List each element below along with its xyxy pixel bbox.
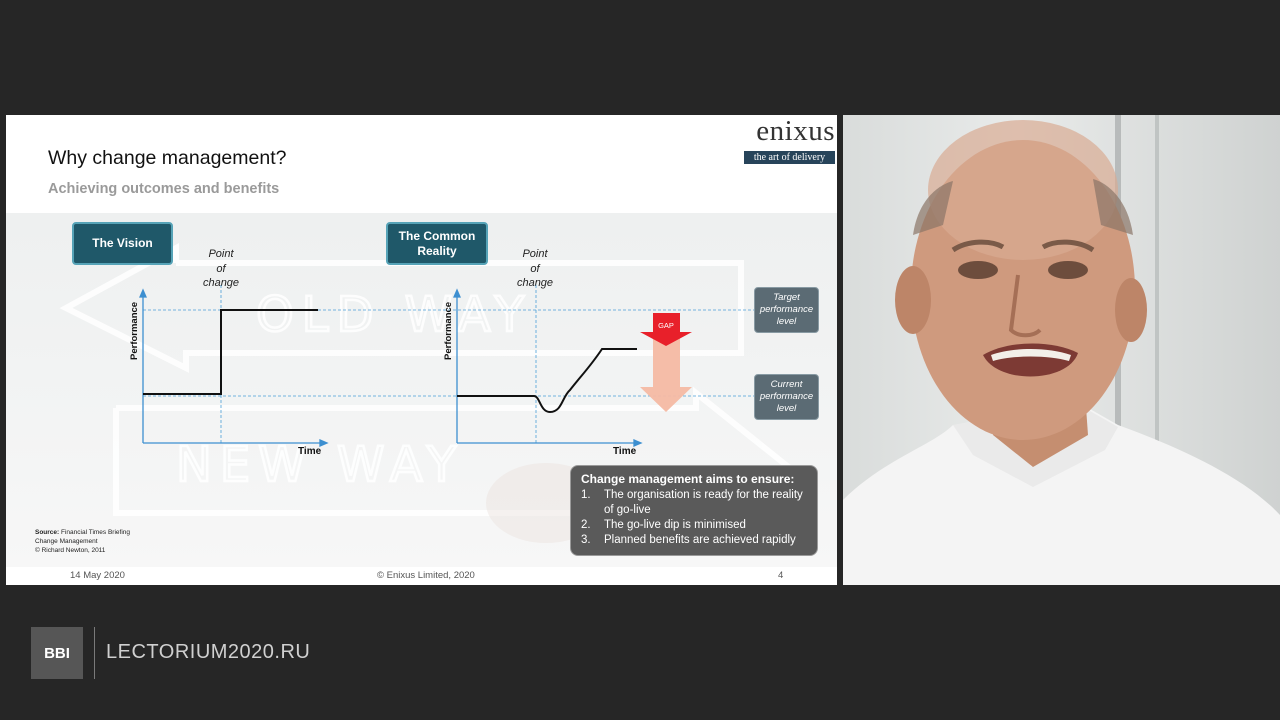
nose <box>1008 274 1042 338</box>
enixus-logo: enixus <box>756 115 835 147</box>
list-item-text: Planned benefits are achieved rapidly <box>604 534 796 546</box>
footer-date: 14 May 2020 <box>70 570 125 581</box>
reality-performance-line <box>457 348 637 414</box>
gap-label: GAP <box>658 321 674 330</box>
reality-axes <box>453 288 643 447</box>
branding-bar: BBI LECTORIUM2020.RU <box>0 610 1280 700</box>
shirt <box>843 405 1280 585</box>
list-item: 2. The go-live dip is minimised <box>581 518 807 533</box>
site-url[interactable]: LECTORIUM2020.RU <box>106 641 311 663</box>
list-item: 1. The organisation is ready for the real… <box>581 488 807 518</box>
slide-subtitle: Achieving outcomes and benefits <box>48 181 280 197</box>
list-item-text: The go-live dip is minimised <box>604 519 746 531</box>
list-item: 3. Planned benefits are achieved rapidly <box>581 533 807 548</box>
summary-title: Change management aims to ensure: <box>581 472 795 486</box>
list-item-number: 2. <box>581 519 591 531</box>
summary-list: 1. The organisation is ready for the real… <box>581 488 807 548</box>
vision-y-axis-label: Performance <box>129 301 140 360</box>
vision-x-axis-label: Time <box>298 446 322 457</box>
presentation-slide: OLD WAY NEW WAY Why change management? A… <box>6 115 837 585</box>
right-eye <box>1048 261 1088 279</box>
current-performance-label: Current performance level <box>754 374 819 420</box>
gap-arrow <box>640 313 692 346</box>
bbi-logo: BBI <box>31 627 83 679</box>
vision-point-of-change: Point of change <box>202 248 240 289</box>
vision-label: The Vision <box>72 222 173 265</box>
source-line-3: © Richard Newton, 2011 <box>35 547 106 554</box>
list-item-text: The organisation is ready for the realit… <box>604 489 803 516</box>
footer-copyright: © Enixus Limited, 2020 <box>377 570 475 581</box>
target-performance-label: Target performance level <box>754 287 819 333</box>
slide-title: Why change management? <box>48 147 287 169</box>
enixus-tagline: the art of delivery <box>744 151 835 164</box>
source-line-2: Change Management <box>35 538 98 545</box>
vision-performance-line <box>143 309 318 395</box>
logo-divider <box>94 627 95 679</box>
change-management-summary: Change management aims to ensure: 1. The … <box>570 465 818 556</box>
vision-axes <box>139 288 329 447</box>
reality-y-axis-label: Performance <box>443 301 454 360</box>
speaker-video <box>843 115 1280 585</box>
reality-x-axis-label: Time <box>613 446 637 457</box>
source-label: Source: <box>35 529 60 536</box>
list-item-number: 3. <box>581 534 591 546</box>
footer-page-number: 4 <box>778 570 784 581</box>
common-reality-label: The Common Reality <box>386 222 488 265</box>
source-line-1: Financial Times Briefing <box>61 529 131 536</box>
left-eye <box>958 261 998 279</box>
old-way-text: OLD WAY <box>256 287 532 343</box>
list-item-number: 1. <box>581 489 591 501</box>
source-citation: Source: Financial Times Briefing Change … <box>35 528 130 555</box>
gap-fade-arrow <box>640 320 692 412</box>
performance-diagrams: GAP <box>139 285 766 447</box>
reality-point-of-change: Point of change <box>516 248 554 289</box>
new-way-text: NEW WAY <box>176 437 464 493</box>
